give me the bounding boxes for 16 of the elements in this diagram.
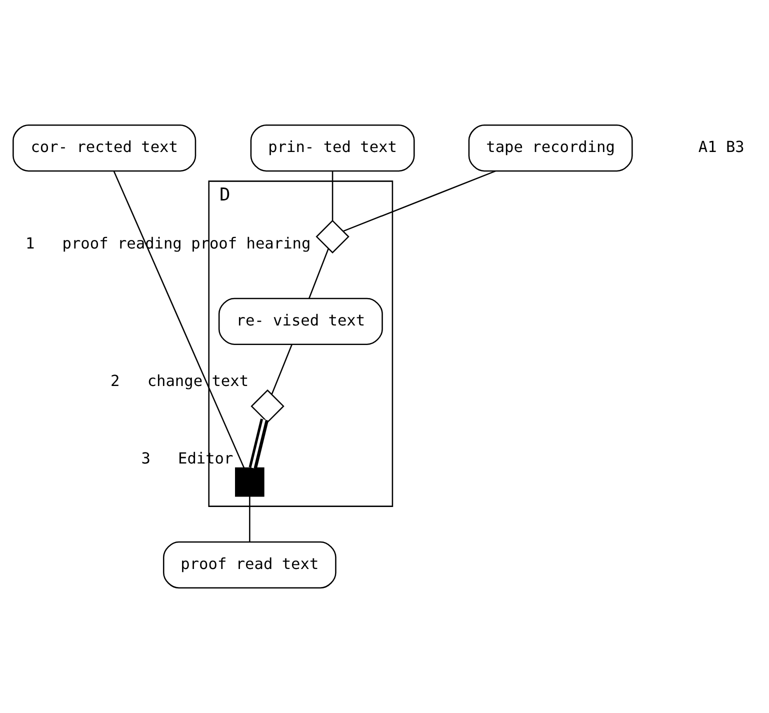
connector bbox=[248, 418, 269, 469]
connector bbox=[332, 171, 334, 221]
node-box: prin- ted text bbox=[250, 124, 415, 172]
node-diamond bbox=[250, 389, 284, 424]
node-box: tape recording bbox=[468, 124, 633, 172]
node-box: cor- rected text bbox=[12, 124, 196, 172]
connector bbox=[113, 170, 245, 468]
connector bbox=[342, 170, 496, 232]
connector bbox=[249, 496, 250, 542]
node-box bbox=[235, 467, 264, 497]
connector bbox=[271, 344, 292, 394]
connector bbox=[308, 248, 329, 299]
node-box: proof read text bbox=[162, 541, 336, 589]
label: A1 B3 bbox=[698, 138, 744, 156]
node-diamond bbox=[316, 220, 350, 254]
node-box: re- vised text bbox=[218, 298, 383, 346]
